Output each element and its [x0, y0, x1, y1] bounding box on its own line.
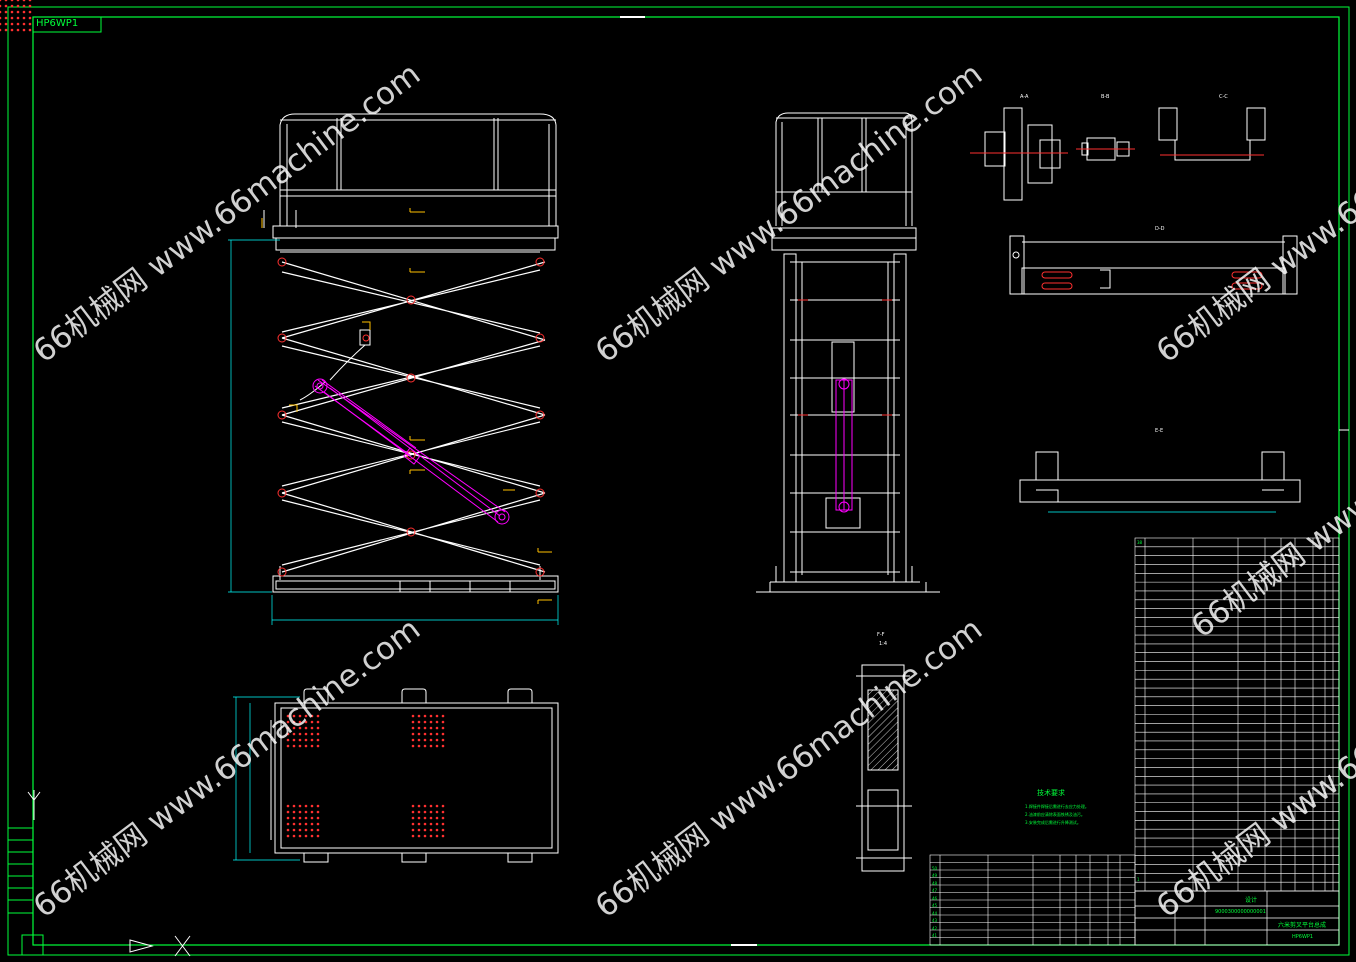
section-f-f	[856, 664, 912, 872]
label-section-b: B-B	[1101, 94, 1110, 100]
label-section-d: D-D	[1155, 226, 1165, 232]
title-designer-label: 设计	[1245, 897, 1258, 904]
front-view	[263, 113, 559, 593]
bom-left-row-number: 50	[932, 865, 938, 871]
bom-table-left	[929, 854, 1136, 946]
corner-stamp-box	[32, 16, 102, 33]
bom-left-row-number: 45	[932, 903, 938, 908]
bom-table-right	[1134, 537, 1340, 892]
label-section-a: A-A	[1020, 94, 1029, 100]
bom-left-row-number: 49	[932, 873, 938, 878]
side-view	[756, 112, 940, 593]
section-e-e	[1019, 451, 1301, 513]
outer-frame	[7, 6, 1350, 956]
bom-last-row-number: 1	[1137, 877, 1140, 882]
label-section-f: F-F	[877, 632, 885, 638]
section-c-c	[1158, 107, 1266, 161]
binding-blocks	[7, 827, 44, 956]
tech-req-item: 1.焊接件焊接后需进行去应力处理。	[1025, 804, 1089, 809]
title-drawing-code: HP6WP1	[1292, 934, 1314, 940]
bom-left-row-number: 47	[932, 888, 938, 893]
section-b-b	[1076, 137, 1135, 161]
title-drawing-name: 六米剪叉平台总成	[1278, 922, 1327, 929]
bom-left-row-number: 43	[932, 918, 938, 923]
tech-req-item: 2.油漆前应清除表面铁锈及油污。	[1025, 812, 1085, 817]
deck-hole-patterns	[0, 0, 445, 838]
side-cylinder	[835, 378, 853, 513]
tech-req-heading: 技术要求	[1037, 789, 1065, 797]
title-block	[1134, 890, 1340, 946]
bom-left-row-number: 46	[932, 895, 938, 901]
section-d-d	[1009, 235, 1298, 295]
bom-first-row-number: 38	[1137, 540, 1143, 545]
bom-left-row-number: 42	[932, 925, 938, 931]
bom-left-row-number: 44	[932, 910, 938, 916]
bom-left-row-number: 48	[932, 880, 938, 886]
side-view-red-marks	[798, 299, 892, 416]
hydraulic-cylinder	[312, 378, 510, 525]
section-d-d-slots	[1041, 271, 1263, 290]
front-dimensions	[228, 239, 559, 625]
technical-requirements: 技术要求 1.焊接件焊接后需进行去应力处理。 2.油漆前应清除表面铁锈及油污。 …	[1025, 788, 1089, 826]
label-section-c: C-C	[1219, 94, 1228, 100]
section-markers	[261, 208, 552, 604]
top-dimensions	[233, 696, 300, 861]
pivot-pins	[277, 257, 545, 577]
top-view	[270, 688, 559, 863]
label-scale: 1:4	[879, 641, 888, 647]
tech-req-item: 3.安装完成后需进行升降测试。	[1025, 820, 1081, 825]
label-section-e: E-E	[1155, 428, 1164, 434]
section-a-a	[970, 107, 1068, 201]
inner-frame	[32, 16, 1340, 946]
title-sheet-code: 9000300000000001	[1215, 909, 1266, 915]
bom-left-row-number: 41	[932, 933, 938, 938]
corner-stamp: HP6WP1	[36, 18, 79, 29]
